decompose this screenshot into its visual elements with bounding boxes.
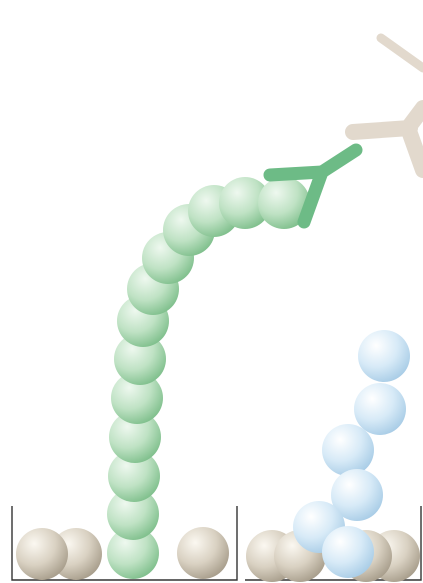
free-antibody [353, 38, 423, 170]
blue-bead [322, 526, 374, 578]
blue-bead [354, 383, 406, 435]
free-antibody-lower-arm [408, 128, 423, 170]
beige-bead [16, 528, 68, 580]
green-bead-chain [107, 177, 310, 579]
blue-bead [358, 330, 410, 382]
attached-antibody-arm [304, 172, 322, 222]
beige-bead [177, 527, 229, 579]
blue-bead [322, 424, 374, 476]
free-antibody-upper-arm [381, 38, 423, 68]
